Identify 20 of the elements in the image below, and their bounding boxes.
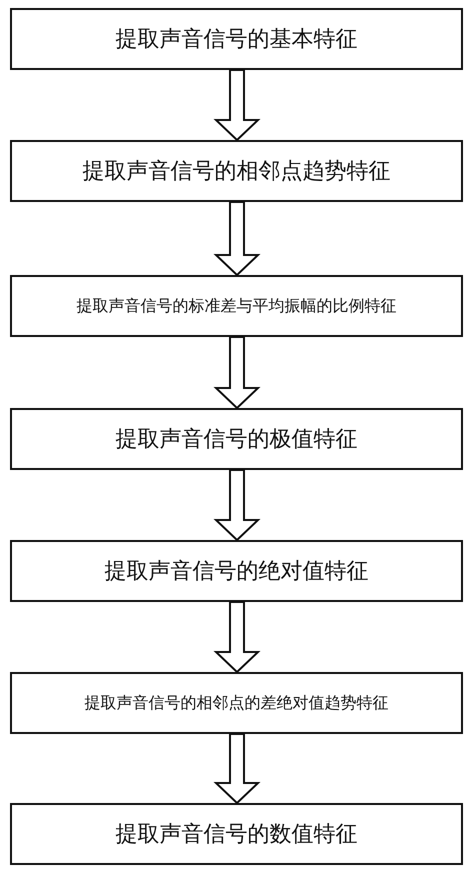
step-text: 提取声音信号的绝对值特征 [104,558,368,586]
process-box [10,803,463,865]
block-arrow [214,733,260,804]
process-box [10,408,463,470]
block-arrow [214,336,260,410]
process-box [10,8,463,70]
step-text: 提取声音信号的数值特征 [116,821,358,849]
block-arrow [214,601,260,674]
step-text: 提取声音信号的相邻点的差绝对值趋势特征 [84,692,388,714]
process-box [10,275,463,337]
block-arrow [214,69,260,142]
block-arrow [214,469,260,542]
process-box [10,540,463,602]
process-box [10,672,463,734]
step-text: 提取声音信号的基本特征 [116,26,358,54]
step-text: 提取声音信号的相邻点趋势特征 [82,158,390,186]
step-text: 提取声音信号的标准差与平均振幅的比例特征 [76,296,396,316]
process-box [10,140,463,202]
step-text: 提取声音信号的极值特征 [116,426,358,454]
block-arrow [214,201,260,276]
